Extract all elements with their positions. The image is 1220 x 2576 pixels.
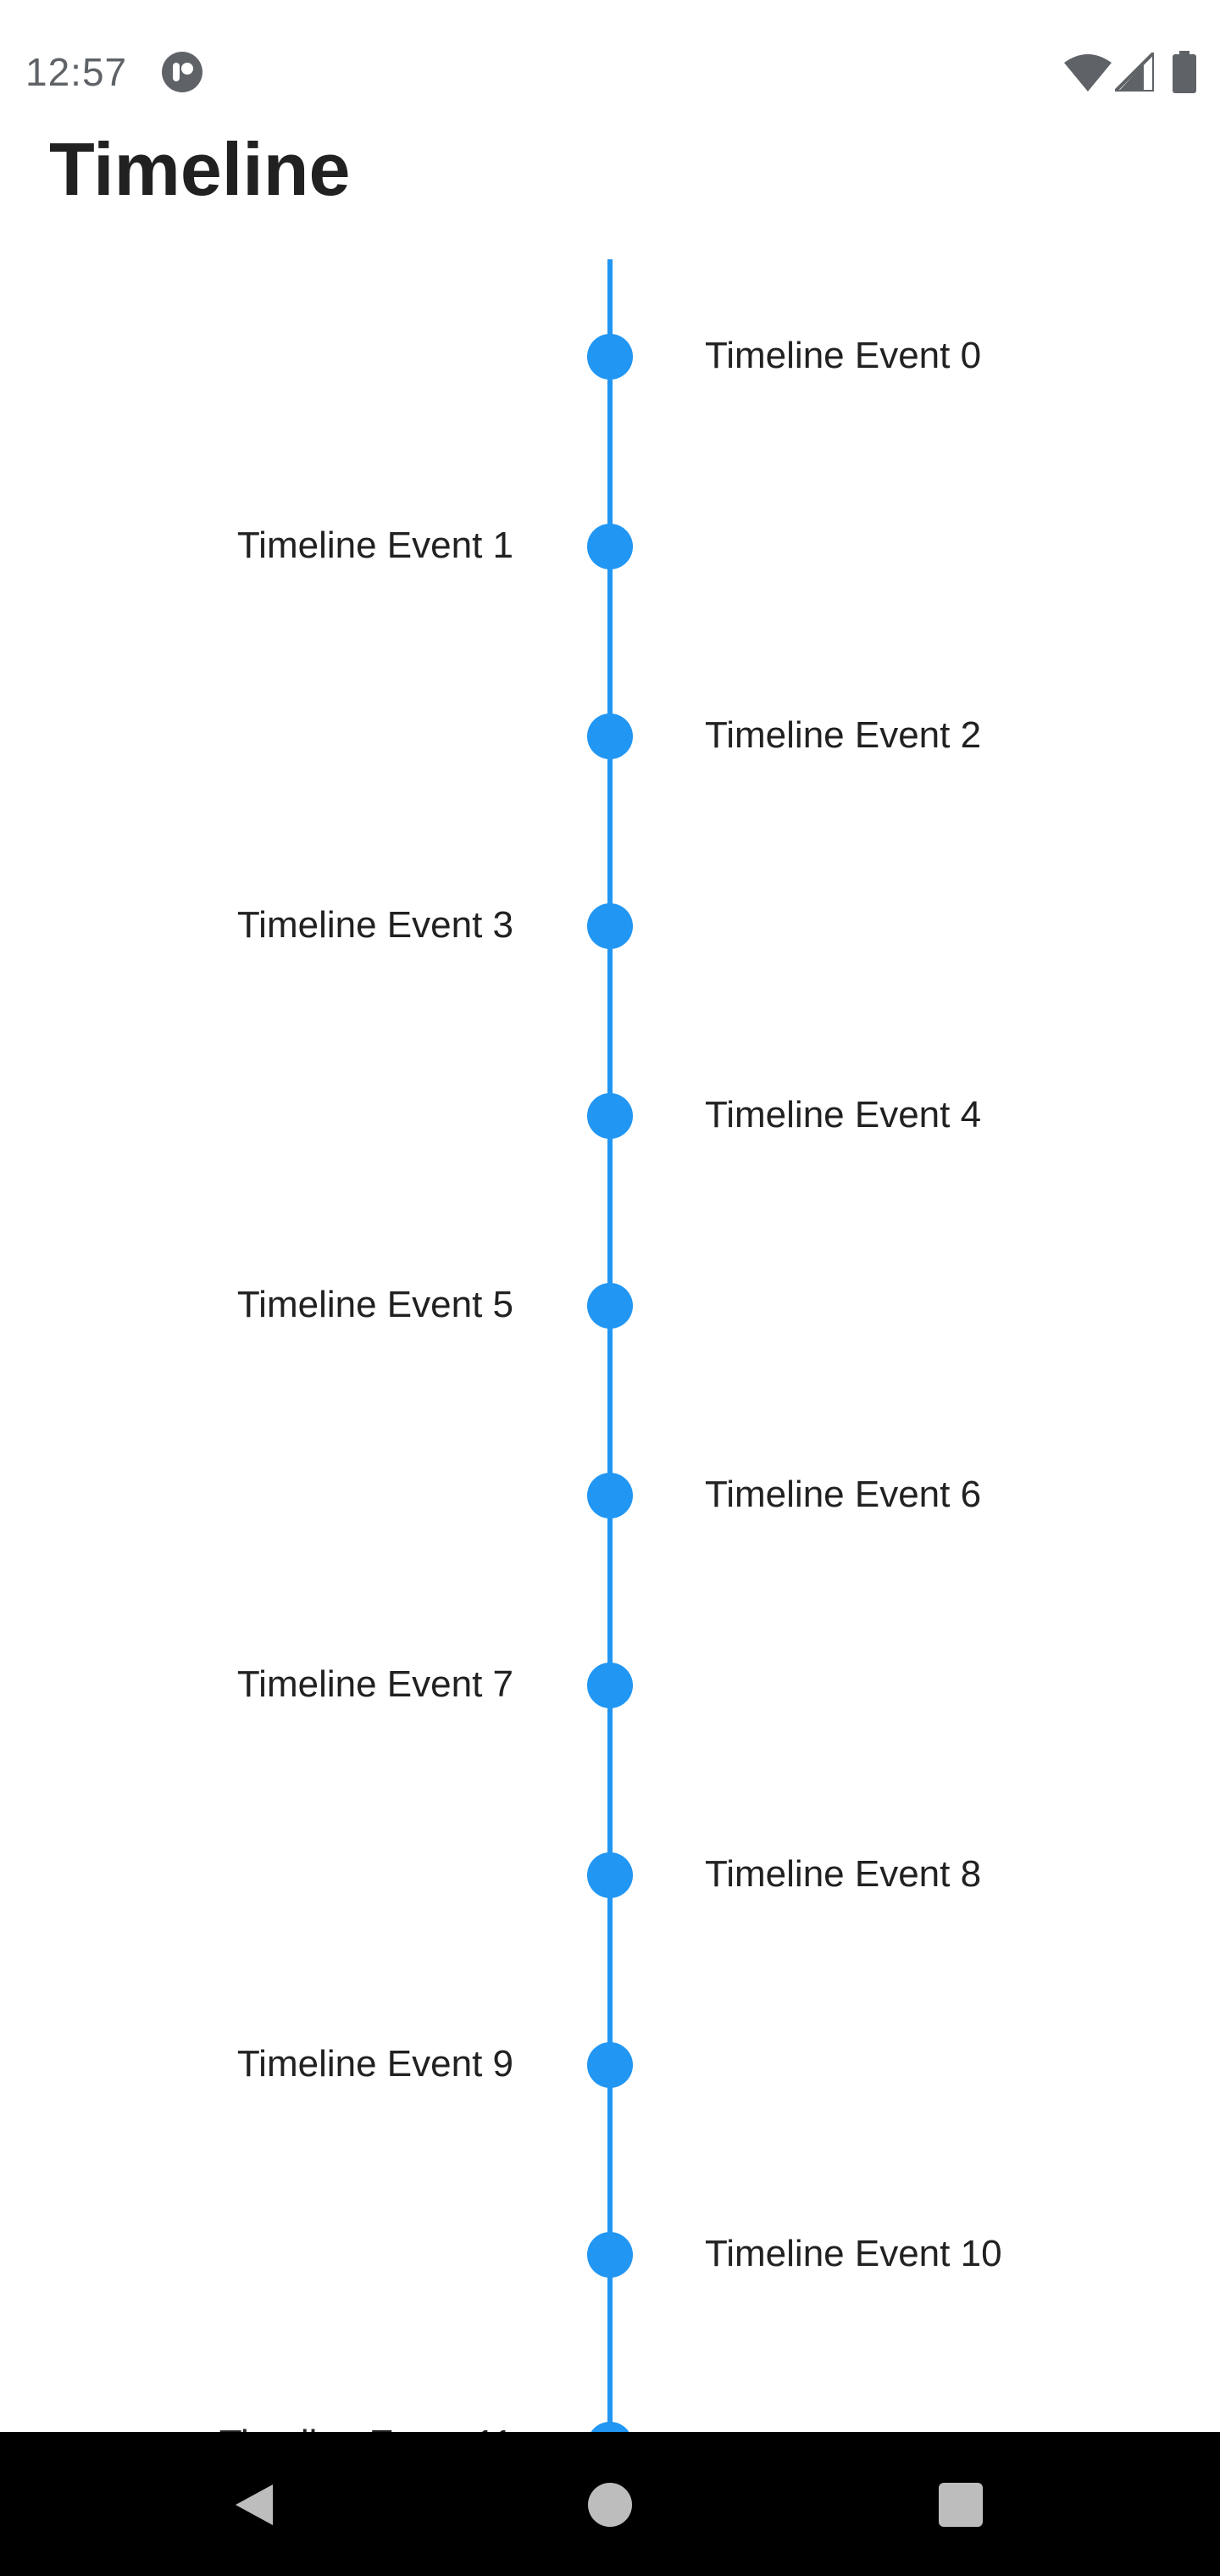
timeline-event-label: Timeline Event 2 bbox=[705, 714, 982, 756]
timeline-event[interactable]: Timeline Event 7 bbox=[0, 1642, 1220, 1727]
timeline-event[interactable]: Timeline Event 3 bbox=[0, 883, 1220, 968]
timeline-event-label: Timeline Event 11 bbox=[219, 2420, 513, 2432]
home-icon[interactable] bbox=[588, 2483, 632, 2527]
timeline-line bbox=[607, 259, 613, 2432]
timeline-event[interactable]: Timeline Event 6 bbox=[0, 1452, 1220, 1537]
timeline-event-label: Timeline Event 10 bbox=[705, 2233, 1002, 2274]
cell-signal-icon bbox=[1115, 53, 1154, 92]
battery-icon bbox=[1173, 51, 1196, 93]
timeline-dot bbox=[587, 2422, 633, 2432]
status-time: 12:57 bbox=[25, 50, 128, 94]
timeline-event[interactable]: Timeline Event 1 bbox=[0, 503, 1220, 588]
timeline-event-label: Timeline Event 6 bbox=[705, 1474, 982, 1515]
timeline-dot bbox=[587, 1283, 633, 1329]
navigation-bar bbox=[0, 2432, 1220, 2576]
timeline-dot bbox=[587, 1093, 633, 1139]
timeline-dot bbox=[587, 713, 633, 759]
back-icon[interactable] bbox=[230, 2481, 278, 2529]
timeline-event[interactable]: Timeline Event 4 bbox=[0, 1073, 1220, 1158]
timeline-event[interactable]: Timeline Event 9 bbox=[0, 2022, 1220, 2107]
timeline-dot bbox=[587, 524, 633, 569]
wifi-icon bbox=[1064, 54, 1112, 92]
timeline-dot bbox=[587, 2042, 633, 2088]
timeline-event[interactable]: Timeline Event 5 bbox=[0, 1263, 1220, 1347]
timeline-event[interactable]: Timeline Event 10 bbox=[0, 2212, 1220, 2296]
timeline-event-label: Timeline Event 5 bbox=[236, 1284, 513, 1325]
timeline-event-label: Timeline Event 3 bbox=[236, 904, 513, 946]
status-bar: 12:57 bbox=[0, 0, 1220, 144]
timeline-dot bbox=[587, 334, 633, 380]
timeline-event-label: Timeline Event 9 bbox=[236, 2043, 513, 2085]
timeline-event-label: Timeline Event 7 bbox=[236, 1663, 513, 1705]
page-title: Timeline bbox=[49, 127, 351, 211]
timeline-dot bbox=[587, 2232, 633, 2278]
timeline-dot bbox=[587, 1852, 633, 1898]
timeline-event-label: Timeline Event 8 bbox=[705, 1853, 982, 1895]
timeline-event-label: Timeline Event 4 bbox=[705, 1094, 982, 1135]
timeline-event[interactable]: Timeline Event 11 bbox=[0, 2401, 1220, 2432]
timeline[interactable]: Timeline Event 0 Timeline Event 1 Timeline… bbox=[0, 259, 1220, 2432]
timeline-event[interactable]: Timeline Event 8 bbox=[0, 1832, 1220, 1917]
timeline-dot bbox=[587, 1663, 633, 1708]
recents-icon[interactable] bbox=[939, 2483, 983, 2527]
timeline-event[interactable]: Timeline Event 2 bbox=[0, 693, 1220, 778]
timeline-event-label: Timeline Event 1 bbox=[236, 525, 513, 566]
timeline-event-label: Timeline Event 0 bbox=[705, 335, 982, 376]
timeline-dot bbox=[587, 903, 633, 949]
timeline-dot bbox=[587, 1473, 633, 1518]
app-notification-icon bbox=[162, 52, 202, 92]
timeline-event[interactable]: Timeline Event 0 bbox=[0, 314, 1220, 398]
